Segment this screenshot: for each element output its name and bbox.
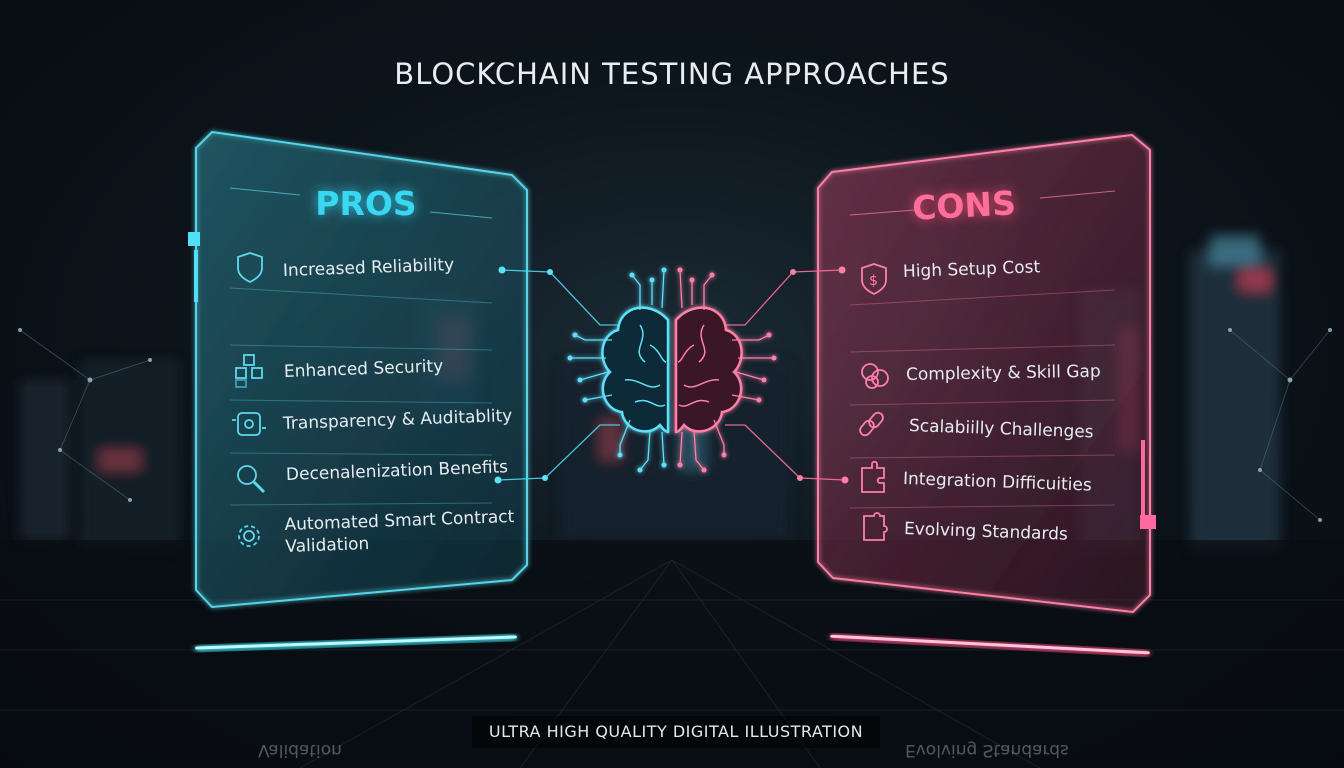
pros-reflection: Validation <box>258 740 342 760</box>
chain-link-icon <box>859 411 884 437</box>
cubes-icon <box>235 354 263 388</box>
pros-panel <box>188 130 528 652</box>
magnifier-icon <box>237 465 266 494</box>
pros-item-smart-contract: Automated Smart Contract Validation <box>284 506 515 557</box>
puzzle-icon <box>861 460 885 493</box>
page-title: BLOCKCHAIN TESTING APPROACHES <box>394 57 950 91</box>
brain-circuit-icon <box>567 267 777 473</box>
pros-connectors <box>497 269 620 481</box>
puzzle-piece-icon <box>863 512 888 541</box>
gear-icon <box>238 525 260 547</box>
cons-item-complexity: Complexity & Skill Gap <box>905 361 1101 385</box>
caption-banner: ULTRA HIGH QUALITY DIGITAL ILLUSTRATION <box>472 716 880 748</box>
pros-heading: PROS <box>315 184 417 223</box>
dollar-shield-icon: $ <box>861 263 887 296</box>
cons-connectors <box>725 269 846 481</box>
audit-icon <box>232 412 266 436</box>
svg-text:$: $ <box>869 273 878 289</box>
cons-panel <box>817 133 1156 657</box>
knot-icon <box>861 363 889 389</box>
cons-reflection: Evolving Standards <box>905 740 1069 760</box>
shield-icon <box>237 252 263 284</box>
